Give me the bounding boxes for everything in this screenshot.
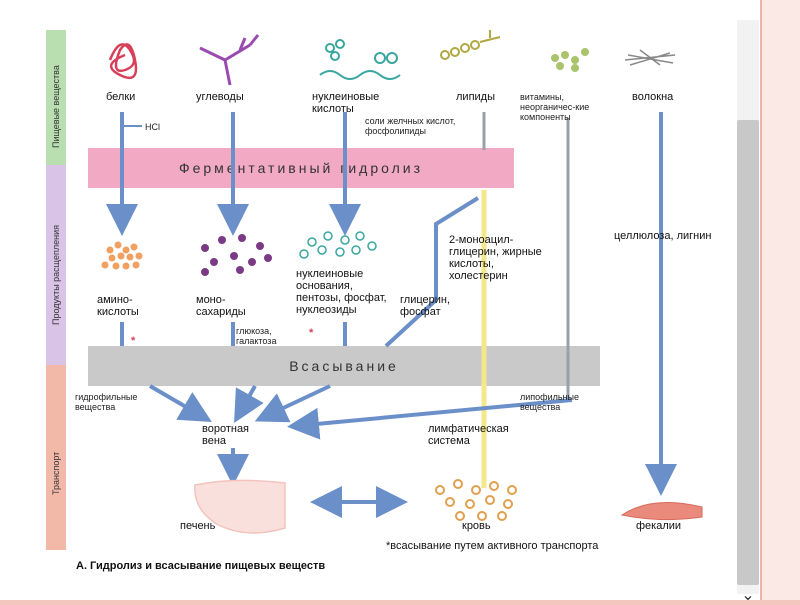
blood-dots (435, 479, 517, 521)
figure-caption: А. Гидролиз и всасывание пищевых веществ (76, 560, 326, 572)
diagram-graphics (101, 30, 703, 534)
nutrient-nucleic: нуклеиновые кислоты (312, 91, 380, 115)
nutrient-protein: белки (106, 91, 136, 103)
vitamins-icon (551, 48, 589, 72)
feces-shape (620, 502, 703, 521)
lymph-label: лимфатическая система (428, 423, 509, 447)
liver-shape (194, 479, 286, 534)
nucleic-acid-icon (319, 39, 401, 80)
lipid-icon (440, 30, 501, 60)
product-amino: амино-кислоты (97, 294, 139, 318)
hydrolysis-label: Ферментативный гидролиз (178, 160, 424, 176)
protein-icon (108, 43, 138, 80)
amino-acid-dots (101, 241, 143, 270)
active-transport-note: *всасывание путем активного транспорта (386, 540, 599, 552)
monosaccharide-dots (201, 234, 272, 276)
blood-label: кровь (462, 520, 491, 532)
product-monoacyl: 2-моноацил-глицерин, жирные кислоты, хол… (449, 234, 542, 282)
product-glycerol: глицерин, фосфат (400, 294, 451, 318)
liver-label: печень (180, 520, 216, 532)
carbohydrate-icon (199, 34, 260, 86)
product-cellulose: целлюлоза, лигнин (614, 230, 712, 242)
active-transport-mark: * (131, 335, 136, 347)
hydrolysis-bar: Ферментативный гидролиз (88, 148, 514, 188)
band-transport (46, 365, 66, 550)
absorption-bar: Всасывание (88, 346, 600, 386)
band-nutrients (46, 30, 66, 165)
scrollbar[interactable]: ⌄ (737, 20, 759, 604)
nutrient-fiber: волокна (632, 91, 674, 103)
fiber-icon (624, 49, 676, 66)
scroll-thumb[interactable] (737, 120, 759, 585)
window-edge (760, 0, 800, 600)
nutrient-lipid: липиды (456, 91, 495, 103)
nutrient-carbohydrate: углеводы (196, 91, 244, 103)
glucose-label: глюкоза, галактоза (236, 326, 277, 346)
nucleotide-dots (299, 231, 377, 259)
hcl-label: HCl (145, 122, 160, 132)
product-mono: моно-сахариды (196, 294, 246, 318)
product-nucleo: нуклеиновые основания, пентозы, фосфат, … (296, 268, 387, 316)
nutrient-vitamins: витамины, неорганичес-кие компоненты (520, 92, 590, 122)
bile-label: соли желчных кислот, фосфолипиды (365, 116, 456, 136)
lipophilic-label: липофильные вещества (520, 392, 579, 412)
portal-vein-label: воротная вена (202, 423, 250, 447)
hydrophilic-label: гидрофильные вещества (75, 392, 138, 412)
active-transport-mark-glucose: * (309, 327, 314, 339)
absorption-label: Всасывание (289, 358, 399, 374)
feces-label: фекалии (636, 520, 682, 532)
band-products (46, 165, 66, 365)
